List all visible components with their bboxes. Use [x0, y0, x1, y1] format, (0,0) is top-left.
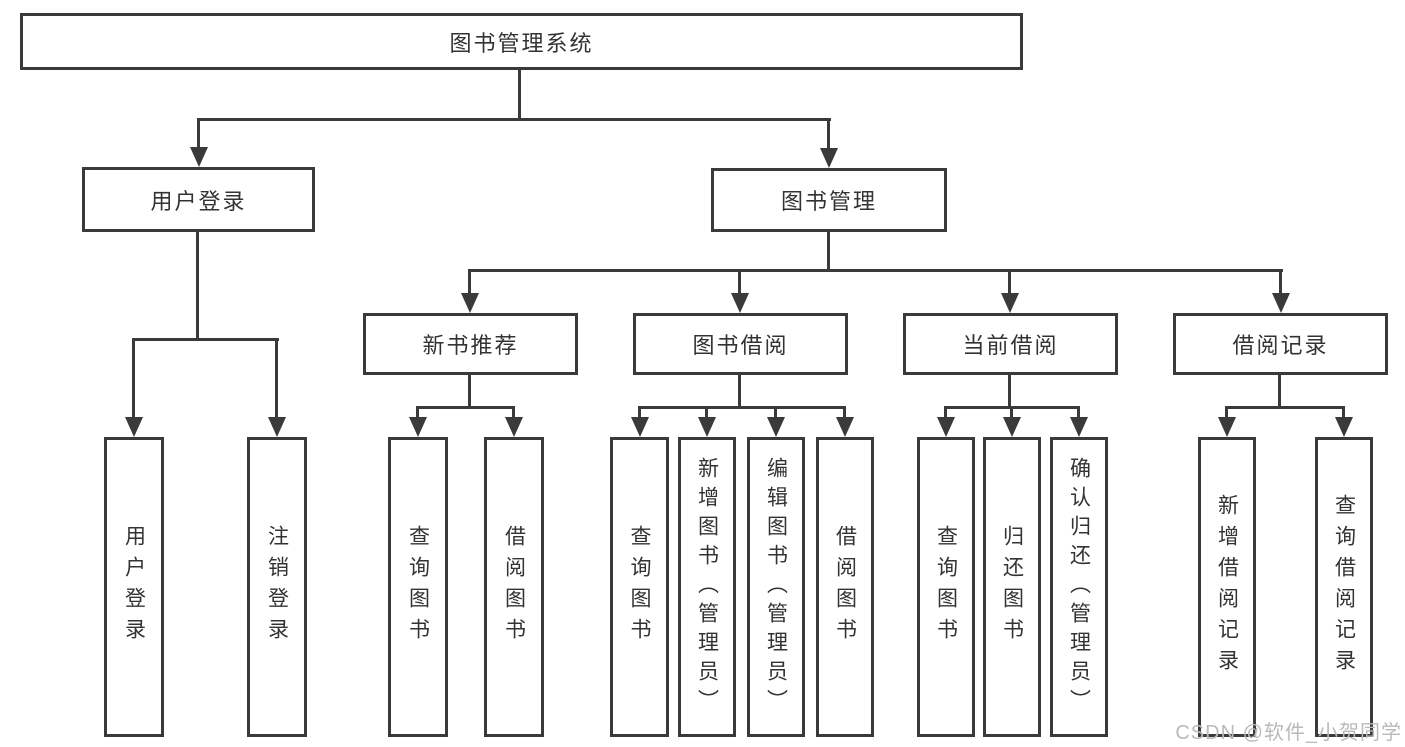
node-leaf-add-book: 新增图书（管理员）: [678, 437, 736, 737]
connector-borrow-records-stem: [1279, 269, 1282, 295]
node-leaf-user-login: 用户登录: [104, 437, 164, 737]
arrow-to-new-book-rec: [461, 293, 479, 313]
connector-leaf-user-login-stem: [132, 338, 135, 419]
node-leaf-logout: 注销登录: [247, 437, 307, 737]
arrow-to-leaf-borrow-book-rec: [505, 417, 523, 437]
node-leaf-borrow-book-borrow: 借阅图书: [816, 437, 874, 737]
arrow-to-leaf-borrow-book-borrow: [836, 417, 854, 437]
arrow-to-current-borrow: [1001, 293, 1019, 313]
node-leaf-query-book-rec-label: 查询图书: [406, 525, 430, 649]
connector-borrow-records-down: [1278, 375, 1281, 406]
node-leaf-borrow-book-rec-label: 借阅图书: [502, 525, 526, 649]
node-leaf-query-borrow-record-label: 查询借阅记录: [1332, 494, 1356, 680]
connector-leaf-stem: [774, 406, 777, 420]
connector-leaf-stem: [1010, 406, 1013, 420]
connector-leaf-stem: [1225, 406, 1228, 420]
connector-leaf-stem: [1342, 406, 1345, 420]
arrow-to-leaf-user-login: [125, 417, 143, 437]
node-book-borrow-label: 图书借阅: [692, 333, 789, 358]
connector-leaf-stem: [944, 406, 947, 420]
connector-root-rail: [198, 118, 831, 121]
node-leaf-logout-label: 注销登录: [265, 525, 289, 649]
connector-leaf-stem: [416, 406, 419, 420]
node-user-login: 用户登录: [82, 167, 315, 232]
arrow-to-leaf-query-book-rec: [409, 417, 427, 437]
node-new-book-rec: 新书推荐: [363, 313, 578, 375]
node-leaf-edit-book: 编辑图书（管理员）: [747, 437, 805, 737]
node-new-book-rec-label: 新书推荐: [422, 333, 519, 358]
connector-new-book-rec-down: [468, 375, 471, 406]
node-leaf-return-book: 归还图书: [983, 437, 1041, 737]
node-borrow-records-label: 借阅记录: [1232, 333, 1329, 358]
node-leaf-return-book-label: 归还图书: [1000, 525, 1024, 649]
node-leaf-add-book-label: 新增图书（管理员）: [695, 456, 719, 718]
node-root-label: 图书管理系统: [449, 30, 594, 56]
connector-book-borrow-down: [738, 375, 741, 406]
connector-current-borrow-down: [1008, 375, 1011, 406]
arrow-to-leaf-edit-book: [767, 417, 785, 437]
connector-book-mgmt-down: [827, 232, 830, 269]
node-leaf-user-login-label: 用户登录: [122, 525, 146, 649]
node-leaf-add-borrow-record: 新增借阅记录: [1198, 437, 1256, 737]
connector-leaf-stem: [512, 406, 515, 420]
arrow-to-leaf-query-book-borrow: [631, 417, 649, 437]
connector-book-borrow-rail: [639, 406, 846, 409]
arrow-to-book-mgmt: [820, 148, 838, 168]
node-book-borrow: 图书借阅: [633, 313, 848, 375]
node-leaf-query-book-current: 查询图书: [917, 437, 975, 737]
node-leaf-confirm-return-label: 确认归还（管理员）: [1067, 456, 1091, 718]
connector-leaf-logout-stem: [275, 338, 278, 419]
connector-current-borrow-stem: [1008, 269, 1011, 295]
arrow-to-leaf-confirm-return: [1070, 417, 1088, 437]
connector-book-borrow-stem: [738, 269, 741, 295]
arrow-to-borrow-records: [1272, 293, 1290, 313]
arrow-to-leaf-add-borrow-record: [1218, 417, 1236, 437]
connector-new-book-rec-rail: [417, 406, 515, 409]
connector-leaf-stem: [705, 406, 708, 420]
node-leaf-query-book-rec: 查询图书: [388, 437, 448, 737]
connector-leaf-stem: [1077, 406, 1080, 420]
arrow-to-leaf-query-borrow-record: [1335, 417, 1353, 437]
node-leaf-query-book-current-label: 查询图书: [934, 525, 958, 649]
arrow-to-leaf-add-book: [698, 417, 716, 437]
node-leaf-borrow-book-rec: 借阅图书: [484, 437, 544, 737]
connector-user-login-down: [196, 232, 199, 338]
arrow-to-book-borrow: [731, 293, 749, 313]
node-current-borrow: 当前借阅: [903, 313, 1118, 375]
node-leaf-add-borrow-record-label: 新增借阅记录: [1215, 494, 1239, 680]
node-current-borrow-label: 当前借阅: [962, 333, 1059, 358]
connector-user-login-stem: [197, 118, 200, 150]
connector-book-mgmt-rail: [468, 269, 1283, 272]
arrow-to-leaf-logout: [268, 417, 286, 437]
node-leaf-borrow-book-borrow-label: 借阅图书: [833, 525, 857, 649]
connector-book-mgmt-stem: [827, 118, 830, 150]
node-borrow-records: 借阅记录: [1173, 313, 1388, 375]
node-leaf-query-book-borrow-label: 查询图书: [628, 525, 651, 649]
arrow-to-leaf-return-book: [1003, 417, 1021, 437]
node-leaf-confirm-return: 确认归还（管理员）: [1050, 437, 1108, 737]
node-book-mgmt: 图书管理: [711, 168, 947, 232]
node-book-mgmt-label: 图书管理: [780, 189, 877, 214]
node-leaf-edit-book-label: 编辑图书（管理员）: [764, 456, 788, 718]
connector-leaf-stem: [843, 406, 846, 420]
node-leaf-query-borrow-record: 查询借阅记录: [1315, 437, 1373, 737]
connector-root-stem: [518, 70, 521, 118]
node-leaf-query-book-borrow: 查询图书: [610, 437, 669, 737]
arrow-to-leaf-query-book-current: [937, 417, 955, 437]
node-user-login-label: 用户登录: [150, 188, 247, 214]
connector-new-book-rec-stem: [468, 269, 471, 295]
connector-leaf-stem: [638, 406, 641, 420]
connector-user-login-rail: [133, 338, 279, 341]
node-root: 图书管理系统: [20, 13, 1023, 70]
csdn-watermark: CSDN @软件_小贺同学: [1175, 722, 1402, 744]
connector-borrow-records-rail: [1226, 406, 1345, 409]
arrow-to-user-login: [190, 147, 208, 167]
